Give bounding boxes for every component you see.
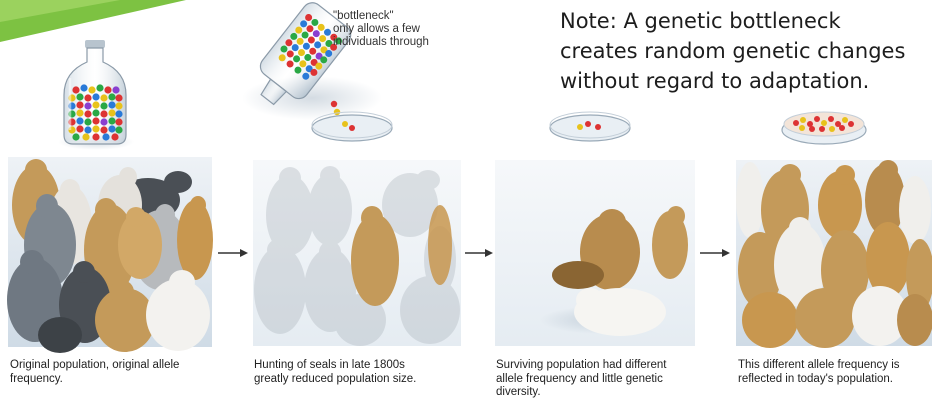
caption-line: reflected in today's population. [738, 373, 900, 387]
bottle-icon [58, 40, 134, 150]
note-line: creates random genetic changes [560, 36, 932, 66]
note-line: Note: A genetic bottleneck [560, 6, 932, 36]
note-text: Note: A genetic bottleneck creates rando… [560, 6, 932, 96]
caption-surviving: Surviving population had different allel… [496, 359, 667, 400]
caption-line: This different allele frequency is [738, 359, 900, 373]
bottleneck-label: "bottleneck" only allows a few individua… [333, 10, 473, 49]
arrow-right-icon [465, 249, 493, 257]
arrow-right-icon [700, 249, 730, 257]
arrow-right-icon [218, 249, 248, 257]
bottleneck-label-line: individuals through [333, 36, 473, 49]
caption-today: This different allele frequency is refle… [738, 359, 900, 386]
caption-line: Surviving population had different [496, 359, 667, 373]
panel-original-population [7, 157, 213, 353]
petri-dish-icon [550, 112, 630, 141]
panel-todays-population [736, 160, 932, 348]
caption-line: greatly reduced population size. [254, 373, 416, 387]
caption-line: Original population, original allele [10, 359, 179, 373]
petri-dish-icon [782, 112, 866, 144]
caption-hunting: Hunting of seals in late 1800s greatly r… [254, 359, 416, 386]
bottleneck-label-line: only allows a few [333, 23, 473, 36]
panel-hunting-reduced [253, 160, 461, 346]
caption-line: frequency. [10, 373, 179, 387]
caption-original-population: Original population, original allele fre… [10, 359, 179, 386]
caption-line: allele frequency and little genetic [496, 373, 667, 387]
bottleneck-label-line: "bottleneck" [333, 10, 473, 23]
note-line: without regard to adaptation. [560, 66, 932, 96]
caption-line: diversity. [496, 386, 667, 400]
caption-line: Hunting of seals in late 1800s [254, 359, 416, 373]
panel-surviving-population [495, 160, 695, 346]
